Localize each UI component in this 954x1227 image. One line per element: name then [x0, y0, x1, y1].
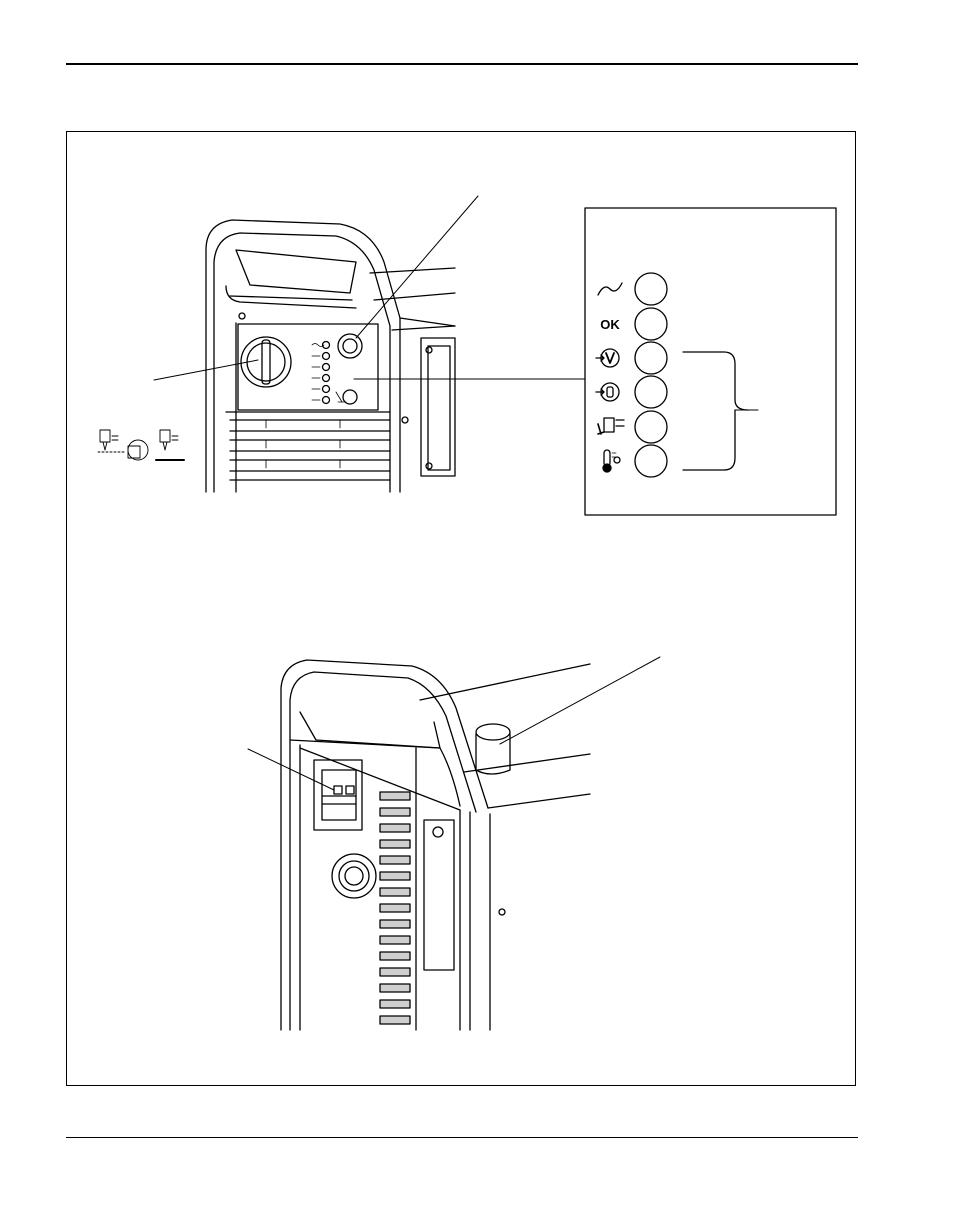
rear-machine-illustration: [280, 659, 591, 1031]
temperature-icon: [602, 449, 621, 473]
header-rule: [66, 63, 858, 65]
bottom-leader-lines: [247, 656, 661, 791]
footer-rule: [66, 1137, 858, 1138]
figure-frame: [66, 131, 856, 1086]
ok-label: OK: [600, 317, 620, 332]
ac-power-icon: [597, 282, 623, 296]
indicator-lamps: [634, 272, 668, 478]
top-leader-lines: [153, 195, 586, 381]
voltage-fault-icon: [595, 348, 620, 368]
torch-mode-icons: [97, 429, 185, 461]
indicator-panel-detail: [584, 207, 837, 516]
gas-pressure-icon: [595, 382, 620, 402]
torch-cap-icon: [597, 417, 625, 435]
front-machine-illustration: [97, 219, 456, 493]
fault-group-bracket: [682, 351, 749, 471]
